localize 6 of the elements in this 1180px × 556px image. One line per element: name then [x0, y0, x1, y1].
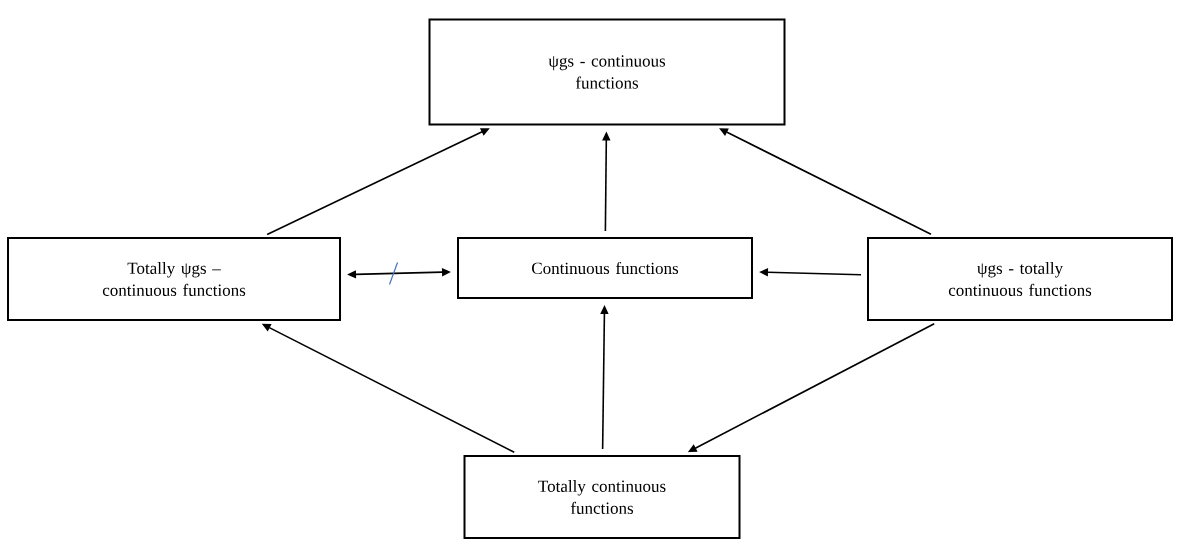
function-class-box: ψgs - continuous functions — [428, 18, 786, 126]
arrow — [719, 128, 932, 236]
function-class-box: Totally ψgs – continuous functions — [7, 237, 341, 321]
function-class-box: ψgs - totally continuous functions — [867, 237, 1173, 321]
function-class-box: Totally continuous functions — [463, 455, 741, 539]
function-class-box: Continuous functions — [457, 237, 753, 299]
